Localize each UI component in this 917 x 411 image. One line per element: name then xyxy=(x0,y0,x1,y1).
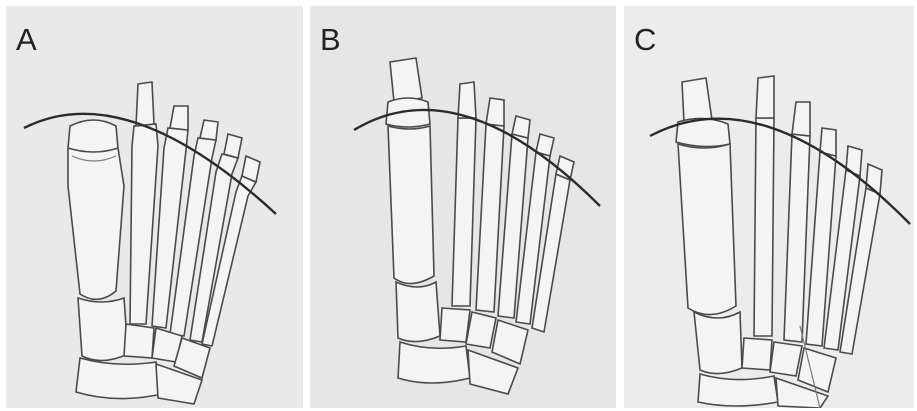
panel-label-a: A xyxy=(16,24,37,55)
foot-figure-c: C xyxy=(624,6,914,408)
foot-figure-b: B xyxy=(310,6,616,408)
foot-figure-a: A xyxy=(6,6,303,408)
foot-skeleton-drawing-c xyxy=(624,6,914,408)
foot-skeleton-drawing-a xyxy=(6,6,303,408)
panel-label-b: B xyxy=(320,24,341,55)
panel-label-c: C xyxy=(634,24,656,55)
foot-skeleton-drawing-b xyxy=(310,6,616,408)
